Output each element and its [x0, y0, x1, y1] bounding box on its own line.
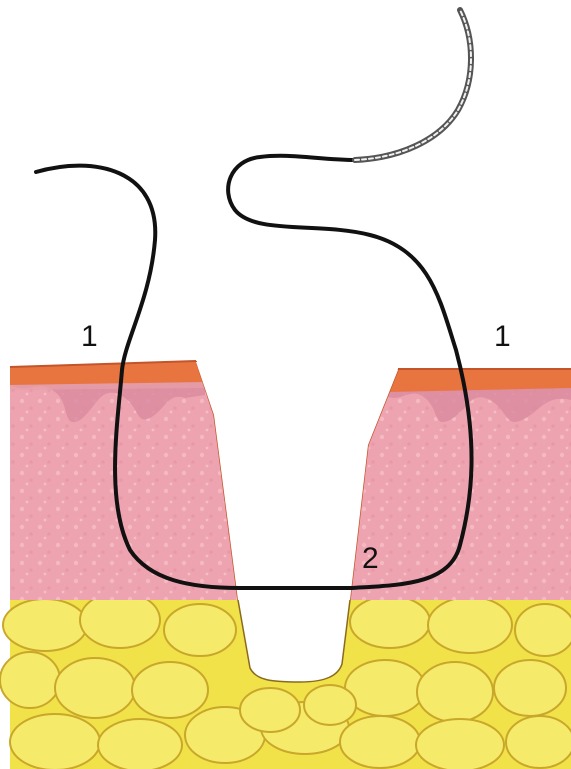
fat-lobule [80, 592, 160, 648]
fat-lobule [506, 716, 571, 768]
fat-lobule [515, 604, 571, 656]
suture-tail-inner [355, 10, 471, 160]
fat-lobule [98, 719, 182, 769]
left-skin-flap [10, 361, 238, 600]
fat-lobule [416, 719, 504, 769]
fat-lobule [417, 662, 493, 722]
fat-lobule [340, 716, 420, 768]
fat-lobule [10, 714, 100, 769]
fat-lobule [164, 604, 236, 656]
fat-lobule [132, 662, 208, 718]
left-dermis-texture [10, 362, 238, 600]
suture-tail-outer [355, 10, 471, 160]
label-right-exit: 1 [494, 320, 511, 353]
fat-lobule [428, 597, 512, 653]
fat-lobule [3, 599, 87, 651]
fat-lobule [345, 660, 425, 716]
right-epidermis [388, 369, 571, 392]
fat-lobule [55, 658, 135, 718]
fat-lobule [494, 660, 566, 716]
fat-lobule [240, 688, 300, 732]
fat-lobule [0, 652, 60, 708]
fat-lobule [304, 685, 356, 725]
label-deep-point: 2 [362, 542, 379, 575]
label-left-entry: 1 [81, 320, 98, 353]
fat-lobule [350, 596, 430, 648]
